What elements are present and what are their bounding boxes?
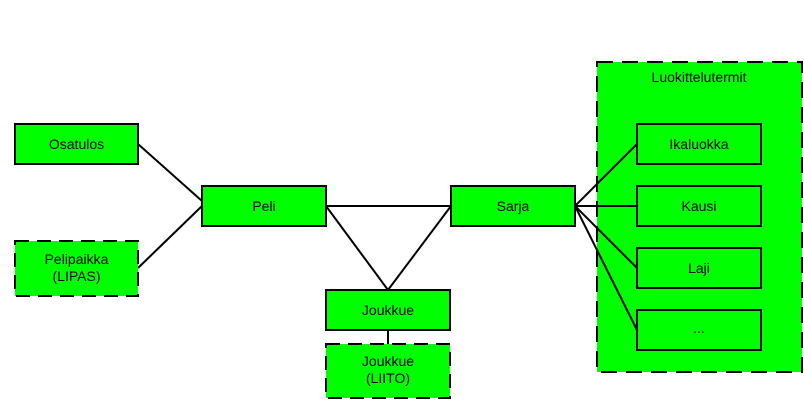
node-more-box — [636, 309, 762, 351]
edge-sarja-more — [574, 205, 638, 331]
classification-group-title: Luokittelutermit — [652, 69, 747, 85]
node-kausi-box — [636, 185, 762, 227]
node-joukkue-liito-box — [325, 343, 451, 399]
node-joukkue: Joukkue — [325, 289, 451, 331]
edge-pelipaikka-peli — [137, 205, 203, 269]
node-kausi: Kausi — [636, 185, 762, 227]
node-pelipaikka-label-line1: Pelipaikka — [45, 251, 109, 267]
node-more-label: ... — [693, 320, 705, 336]
edge-osatulos-peli — [137, 143, 203, 202]
edge-sarja-laji — [574, 205, 638, 269]
node-laji-box — [636, 247, 762, 289]
node-pelipaikka: Pelipaikka (LIPAS) — [14, 240, 139, 297]
node-sarja-label: Sarja — [497, 198, 530, 214]
node-joukkue-liito-label-line2: (LIITO) — [366, 370, 410, 386]
node-osatulos: Osatulos — [14, 123, 139, 165]
edge-sarja-joukkue — [387, 205, 452, 291]
node-ikaluokka-box — [636, 123, 762, 165]
node-sarja-box — [450, 185, 576, 227]
edge-peli-joukkue — [325, 205, 389, 291]
node-joukkue-liito-label-line1: Joukkue — [362, 353, 414, 369]
node-laji: Laji — [636, 247, 762, 289]
node-peli-box — [201, 185, 327, 227]
node-peli: Peli — [201, 185, 327, 227]
node-pelipaikka-box — [14, 240, 139, 297]
node-more: ... — [636, 309, 762, 351]
node-peli-label: Peli — [252, 198, 275, 214]
node-osatulos-label: Osatulos — [49, 136, 104, 152]
node-osatulos-box — [14, 123, 139, 165]
node-kausi-label: Kausi — [681, 198, 716, 214]
node-joukkue-label: Joukkue — [362, 302, 414, 318]
node-sarja: Sarja — [450, 185, 576, 227]
node-ikaluokka: Ikaluokka — [636, 123, 762, 165]
node-joukkue-liito: Joukkue (LIITO) — [325, 343, 451, 399]
node-joukkue-box — [325, 289, 451, 331]
node-pelipaikka-label-line2: (LIPAS) — [53, 268, 101, 284]
node-ikaluokka-label: Ikaluokka — [669, 136, 728, 152]
node-laji-label: Laji — [688, 260, 710, 276]
edge-sarja-ikaluokka — [574, 143, 638, 207]
edges — [137, 143, 638, 344]
